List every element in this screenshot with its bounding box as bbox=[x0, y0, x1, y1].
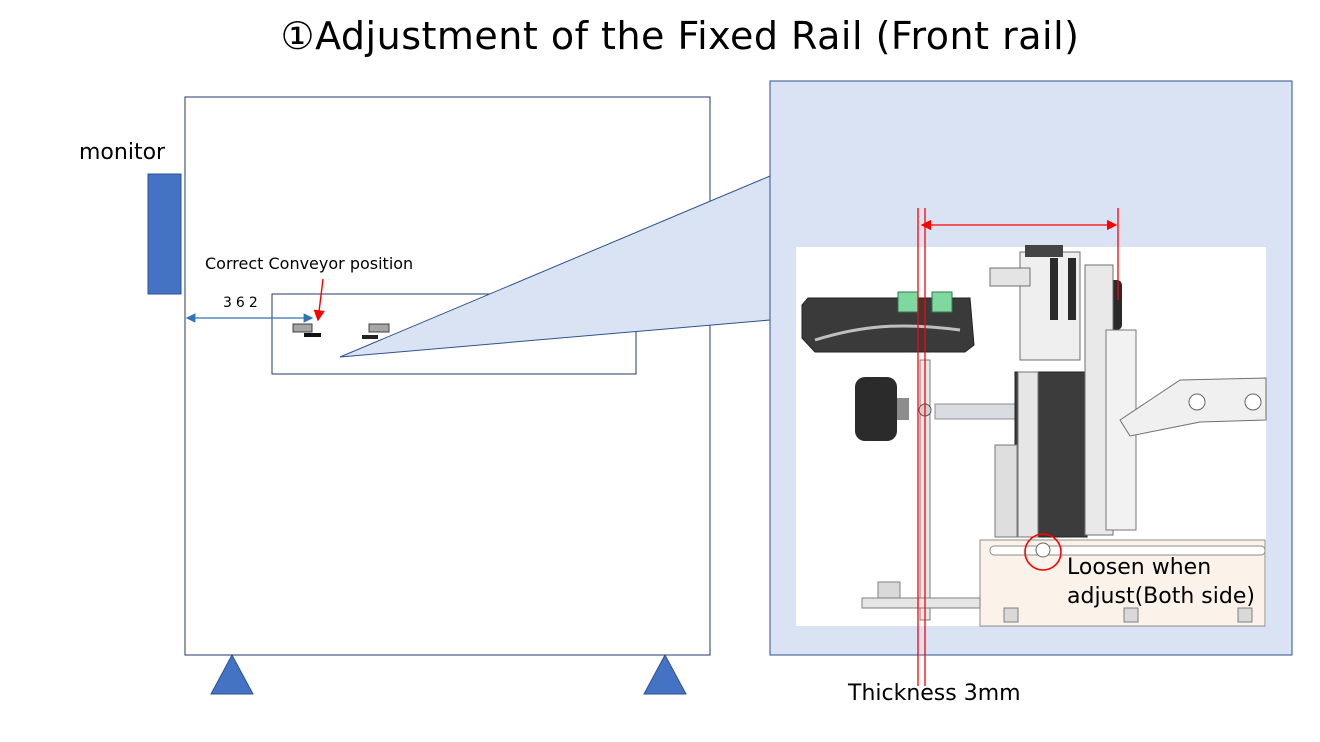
distance-label: 362 bbox=[223, 295, 262, 311]
moving-rail-top bbox=[368, 323, 390, 333]
fixed-rail-top bbox=[292, 323, 313, 333]
loosen-note: Loosen when adjust(Both side) bbox=[1067, 553, 1255, 611]
loosen-bolt-circle bbox=[1024, 533, 1062, 571]
machine-outline bbox=[184, 96, 711, 656]
page-title: ①Adjustment of the Fixed Rail (Front rai… bbox=[280, 14, 1080, 58]
moving-rail-bottom bbox=[362, 335, 378, 339]
monitor-shape bbox=[147, 173, 182, 295]
right-foot bbox=[643, 653, 687, 695]
correct-conveyor-position-label: Correct Conveyor position bbox=[205, 254, 414, 273]
left-foot bbox=[210, 653, 254, 695]
rail-mechanism-drawing bbox=[801, 245, 1267, 627]
monitor-label: monitor bbox=[79, 140, 166, 165]
correct-position-arrow bbox=[313, 278, 325, 322]
fixed-rail-bottom bbox=[304, 333, 321, 337]
loosen-note-line2: adjust(Both side) bbox=[1067, 584, 1255, 609]
loosen-note-line1: Loosen when bbox=[1067, 555, 1212, 580]
thickness-label: Thickness 3mm bbox=[848, 681, 1021, 706]
